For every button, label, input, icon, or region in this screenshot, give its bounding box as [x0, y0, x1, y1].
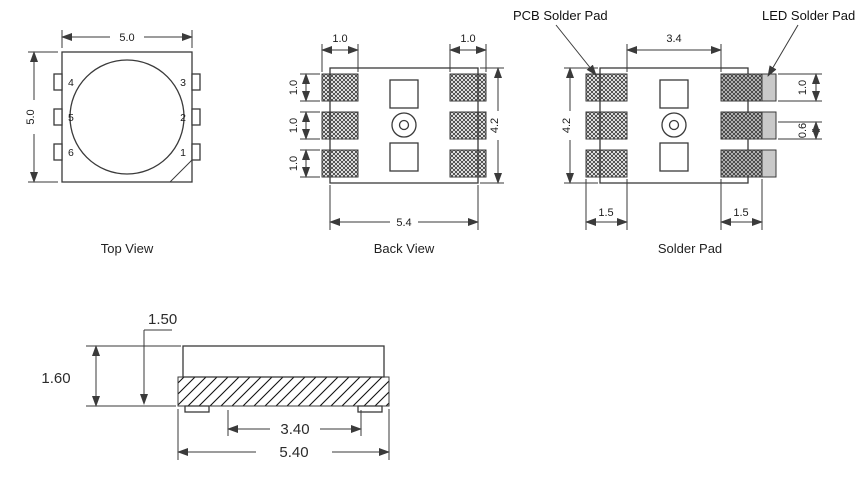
back-contact-pads — [321, 73, 487, 178]
side-outer-width-value: 5.40 — [279, 444, 308, 461]
led-pad-height-value: 1.0 — [797, 80, 809, 95]
side-inner-width-value: 3.40 — [280, 421, 309, 438]
back-pad-width-left-dimension: 1.0 — [321, 33, 359, 72]
pin-4-label: 4 — [68, 77, 74, 89]
led-pad-callout: LED Solder Pad — [762, 8, 855, 77]
pad-width-left-value: 1.5 — [598, 207, 613, 219]
pad-gap-dimension: 3.4 — [626, 33, 722, 72]
side-body-top — [182, 345, 385, 378]
pcb-pad-callout: PCB Solder Pad — [513, 8, 608, 76]
pad-height-dimension: 4.2 — [561, 67, 598, 184]
top-height-value: 5.0 — [25, 109, 37, 124]
back-pad-width-left-value: 1.0 — [332, 33, 347, 45]
back-height-dimension: 4.2 — [480, 67, 504, 184]
side-body-height-value: 1.50 — [148, 311, 177, 328]
pad-thermal-window-top — [659, 79, 689, 109]
back-pad-width-right-value: 1.0 — [460, 33, 475, 45]
side-total-height-dimension: 1.60 — [41, 345, 181, 407]
pad-center-ring-inner — [668, 119, 680, 131]
side-lead-right — [357, 405, 383, 413]
thermal-window-bottom — [389, 142, 419, 172]
back-pad-height-3-value: 1.0 — [288, 156, 300, 171]
pad-width-right-value: 1.5 — [733, 207, 748, 219]
pin-5-label: 5 — [68, 112, 74, 124]
side-body-section — [177, 376, 390, 407]
back-pad-width-right-dimension: 1.0 — [449, 33, 487, 72]
pin-2-label: 2 — [180, 112, 186, 124]
side-outer-width-dimension: 5.40 — [177, 409, 390, 461]
back-pad-height-1-value: 1.0 — [288, 80, 300, 95]
top-width-value: 5.0 — [119, 32, 134, 44]
top-view: 4 5 6 3 2 1 5.0 5.0 Top View — [25, 30, 201, 256]
back-width-dimension: 5.4 — [329, 185, 479, 230]
pcb-solder-pads — [585, 73, 763, 178]
solder-pad-caption: Solder Pad — [658, 241, 722, 256]
led-pad-callout-label: LED Solder Pad — [762, 8, 855, 23]
back-pad-height-2-value: 1.0 — [288, 118, 300, 133]
side-inner-width-dimension: 3.40 — [227, 410, 362, 438]
side-lead-left — [184, 405, 210, 413]
pin-1-label: 1 — [180, 147, 186, 159]
pad-width-left-dimension: 1.5 — [585, 179, 628, 230]
top-width-dimension: 5.0 — [61, 30, 193, 48]
led-pad-offset-value: 0.6 — [797, 123, 809, 138]
pad-gap-value: 3.4 — [666, 33, 681, 45]
back-width-value: 5.4 — [396, 217, 411, 229]
side-total-height-value: 1.60 — [41, 370, 70, 387]
back-view: 1.0 1.0 1.0 1.0 1.0 5.4 — [288, 33, 504, 256]
top-height-dimension: 5.0 — [25, 51, 58, 183]
pin-stubs — [53, 73, 201, 161]
pad-height-value: 4.2 — [561, 118, 573, 133]
pcb-pad-callout-label: PCB Solder Pad — [513, 8, 608, 23]
thermal-window-top — [389, 79, 419, 109]
pad-width-right-dimension: 1.5 — [720, 179, 763, 230]
pin-3-label: 3 — [180, 77, 186, 89]
side-view: 1.60 1.50 3.40 5.40 — [41, 311, 390, 461]
pin-6-label: 6 — [68, 147, 74, 159]
side-body-height-dimension: 1.50 — [140, 311, 177, 405]
led-pad-offset-dimension: 0.6 — [778, 121, 822, 140]
center-ring-inner — [398, 119, 410, 131]
lens-circle — [69, 59, 185, 175]
back-height-value: 4.2 — [489, 118, 501, 133]
pad-thermal-window-bottom — [659, 142, 689, 172]
back-view-caption: Back View — [374, 241, 435, 256]
pin1-corner-notch — [169, 159, 193, 183]
solder-pad-view: PCB Solder Pad LED Solder Pad 3.4 4.2 1.… — [513, 8, 855, 256]
back-pad-height-dimensions: 1.0 1.0 1.0 — [288, 73, 320, 178]
top-view-caption: Top View — [101, 241, 154, 256]
led-pad-height-dimension: 1.0 — [778, 73, 822, 102]
